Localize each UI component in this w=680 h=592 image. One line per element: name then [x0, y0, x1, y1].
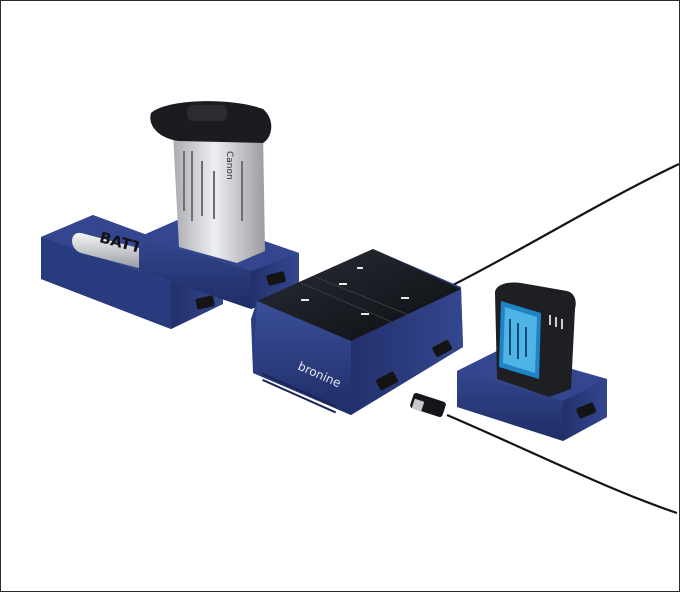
usb-c-plug: [410, 392, 446, 418]
usb-port-right-dock: [576, 402, 596, 419]
usb-port-hub-side: [432, 340, 453, 357]
usb-port-left-dock: [195, 295, 215, 310]
usb-port-canon-dock: [266, 271, 286, 286]
usb-cable-lower: [446, 413, 678, 515]
usb-port-hub-front: [376, 371, 398, 391]
usb-cable-upper: [448, 163, 679, 288]
camera-battery-dock: [457, 282, 607, 441]
central-charging-hub: bronine: [251, 249, 463, 415]
canon-label: Canon: [224, 151, 234, 180]
canon-battery-dock: Canon: [139, 101, 299, 309]
